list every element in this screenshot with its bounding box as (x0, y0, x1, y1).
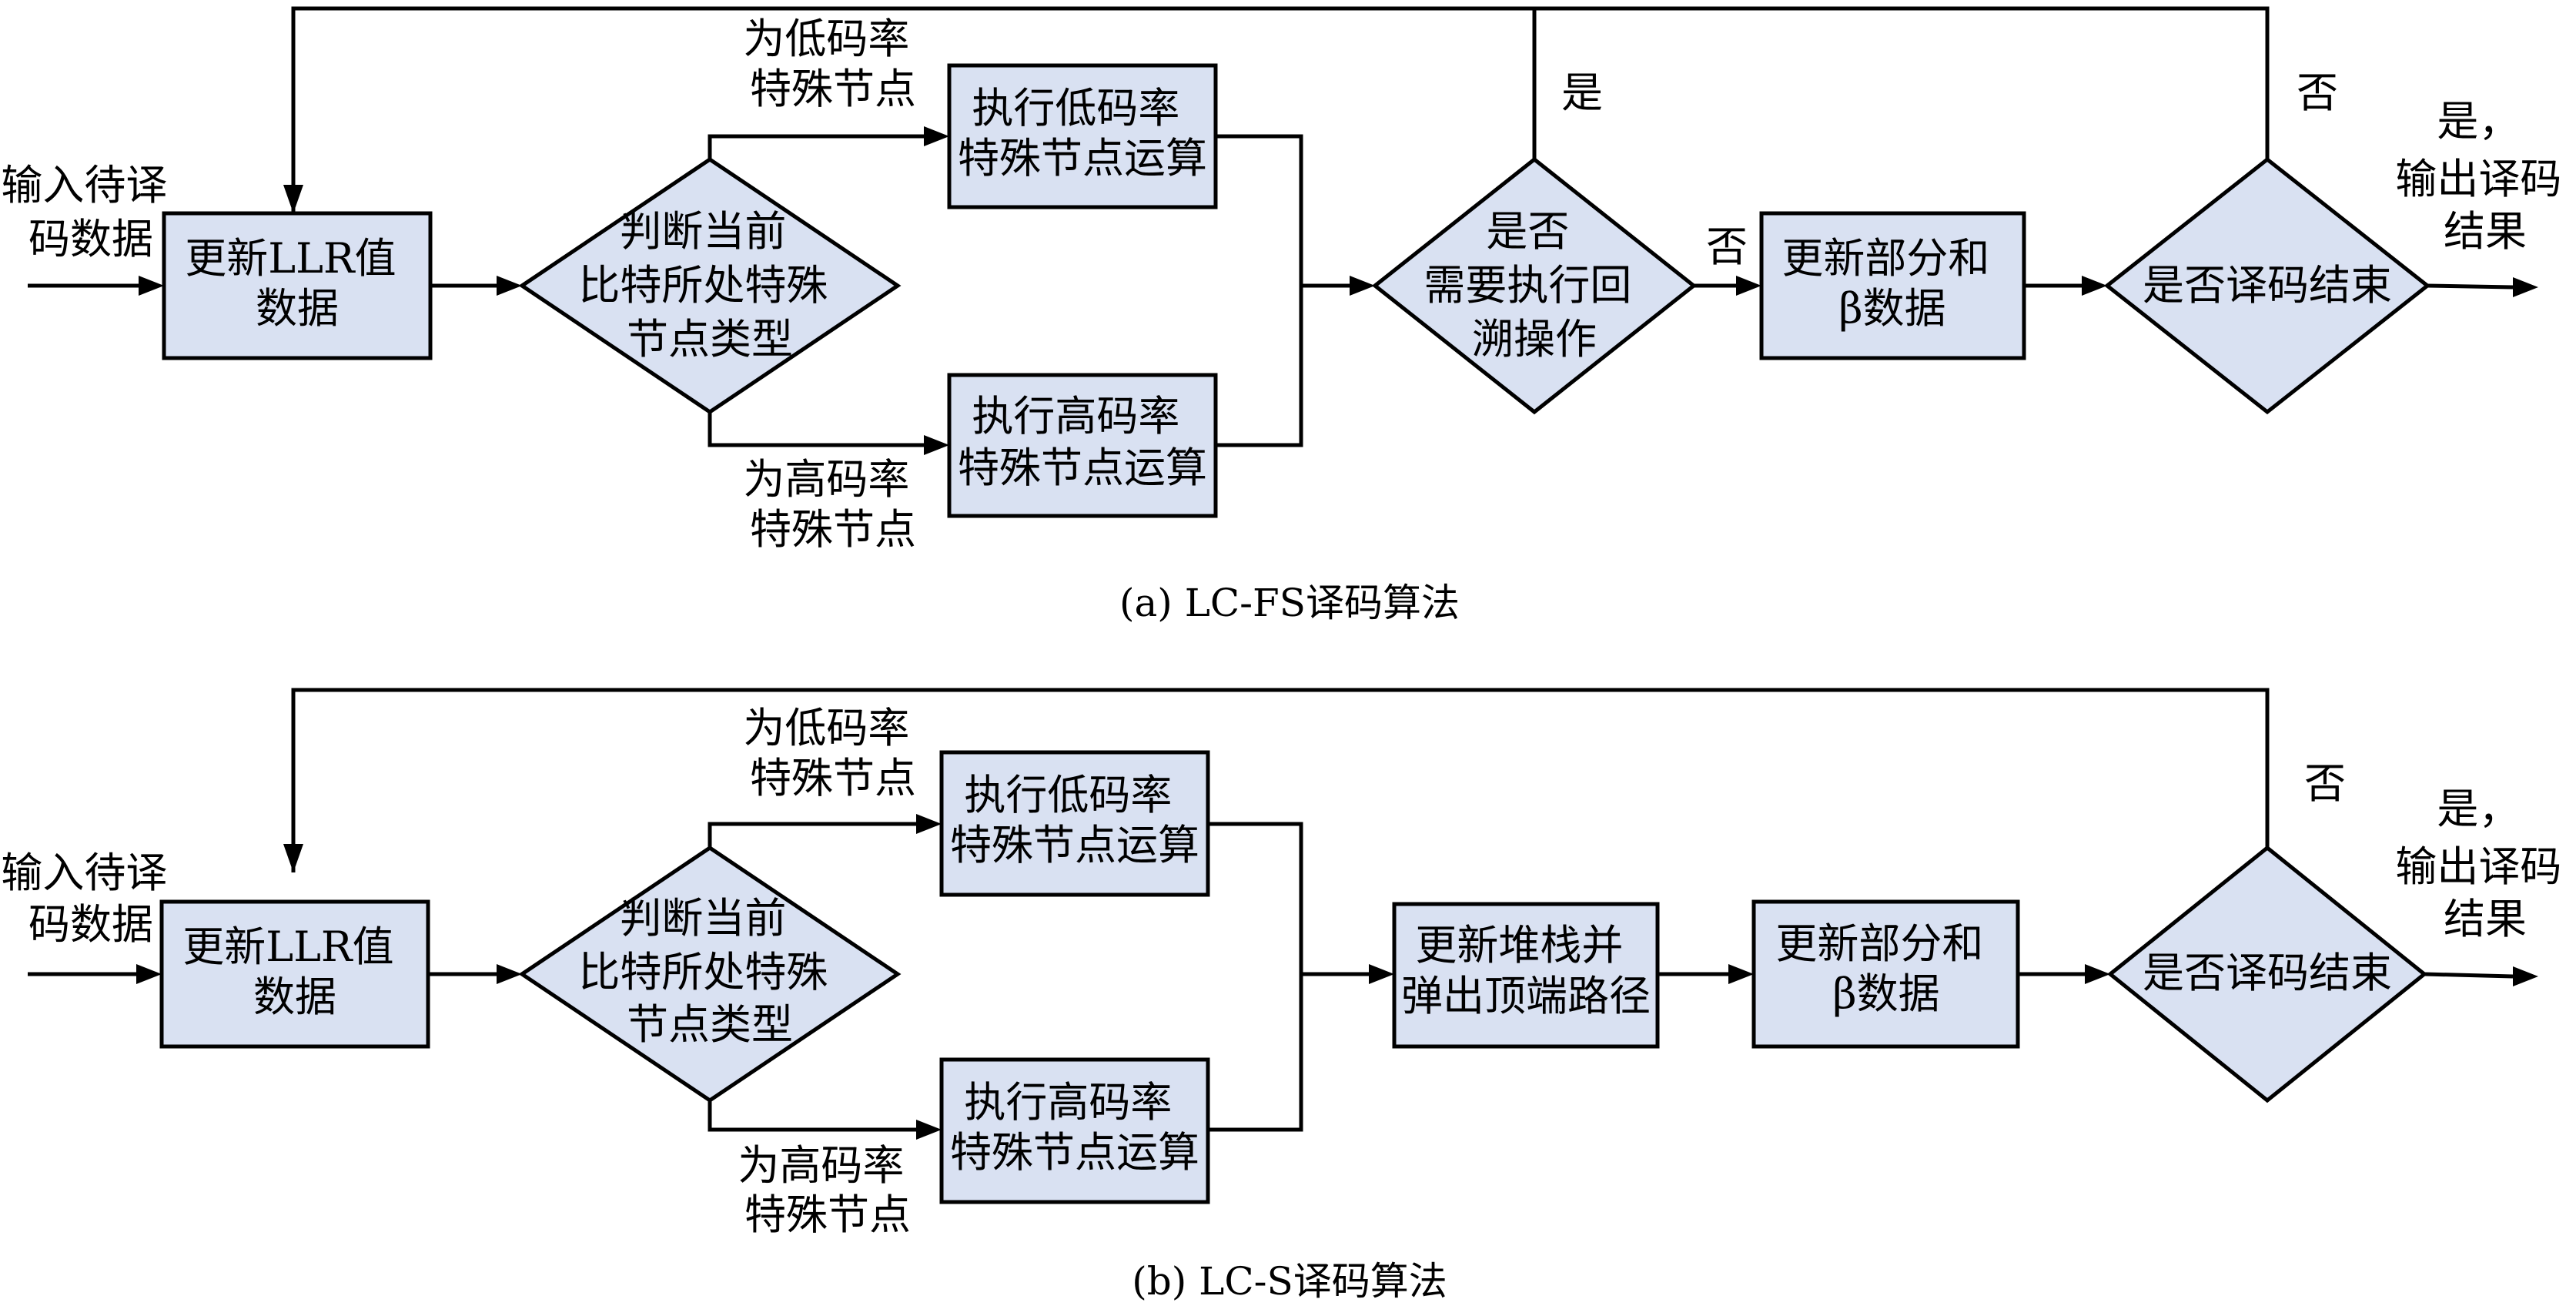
update-llr-text-a: 更新LLR值 数据 (185, 234, 410, 333)
feedback-line-b (291, 688, 2270, 872)
low-op-box-a (947, 63, 1218, 209)
end-check-text-a: 是否译码结束 (2143, 261, 2392, 310)
high-branch-line-b (708, 1100, 916, 1132)
backtrack-text-a: 是否 需要执行回 溯操作 (1423, 207, 1644, 363)
output-arrow-line-b (2424, 972, 2514, 979)
backtrack-no-label-a: 否 (1706, 223, 1748, 271)
arrow-head (916, 814, 942, 834)
arrow-head (924, 126, 949, 146)
low-op-text-b: 执行低码率 特殊节点运算 (950, 771, 1199, 869)
update-llr-text-b: 更新LLR值 数据 (182, 923, 407, 1021)
arrow-head (2082, 276, 2107, 296)
arrow-head (1369, 964, 1394, 984)
high-branch-label-a: 为高码率 特殊节点 (743, 455, 922, 554)
high-branch-label-b: 为高码率 特殊节点 (738, 1141, 917, 1239)
arrow-head (136, 964, 162, 984)
update-beta-box-a (1759, 211, 2026, 360)
arrow-head (497, 964, 522, 984)
arrow-head (497, 276, 522, 296)
judge-text-a: 判断当前 比特所处特殊 节点类型 (578, 207, 841, 363)
low-branch-line-b (708, 822, 916, 848)
high-branch-line-a (708, 412, 924, 447)
judge-diamond-a (518, 156, 902, 415)
judge-text-b: 判断当前 比特所处特殊 节点类型 (578, 894, 841, 1049)
update-llr-box-b (159, 899, 430, 1049)
low-op-box-b (939, 750, 1210, 897)
low-op-text-a: 执行低码率 特殊节点运算 (958, 84, 1207, 182)
arrow-head (1736, 276, 1761, 296)
judge-diamond-b (518, 845, 902, 1103)
arrow-head (2085, 964, 2110, 984)
update-llr-box-a (162, 211, 433, 360)
input-label-a: 输入待译 码数据 (1, 161, 180, 263)
update-beta-text-a: 更新部分和 β数据 (1781, 234, 2002, 333)
output-label-b: 是， 输出译码 结果 (2395, 785, 2574, 943)
merge-line-a (1216, 134, 1303, 447)
caption-b: (b) LC-S译码算法 (1132, 1259, 1447, 1304)
diagram-b: 输入待译 码数据 更新LLR值 数据 判断当前 比特所处特殊 节点类型 为低码率… (1, 688, 2574, 1304)
diagram-a: 输入待译 码数据 更新LLR值 数据 判断当前 比特所处特殊 节点类型 为低码率… (1, 6, 2574, 625)
backtrack-yes-label-a: 是 (1561, 69, 1603, 117)
end-no-label-a: 否 (2297, 69, 2338, 117)
end-check-text-b: 是否译码结束 (2143, 949, 2392, 997)
arrow-head (916, 1120, 942, 1140)
arrow-head (283, 185, 303, 213)
update-beta-text-b: 更新部分和 β数据 (1775, 919, 1996, 1018)
stack-update-text-b: 更新堆栈并 弹出顶端路径 (1401, 921, 1651, 1020)
arrow-head (1728, 964, 1754, 984)
input-label-b: 输入待译 码数据 (1, 849, 180, 949)
arrow-head (2513, 966, 2538, 986)
output-label-a: 是， 输出译码 结果 (2395, 97, 2574, 256)
caption-a: (a) LC-FS译码算法 (1119, 581, 1460, 625)
merge-line-b (1208, 822, 1303, 1132)
feedback-line-a (291, 6, 2270, 213)
arrow-head (924, 435, 949, 455)
arrow-head (1350, 276, 1375, 296)
output-arrow-line-a (2427, 283, 2514, 290)
high-op-text-b: 执行高码率 特殊节点运算 (950, 1078, 1199, 1177)
arrow-head (283, 844, 303, 872)
high-op-text-a: 执行高码率 特殊节点运算 (958, 392, 1207, 492)
high-op-box-b (939, 1057, 1210, 1204)
low-branch-label-b: 为低码率 特殊节点 (743, 704, 922, 802)
low-branch-line-a (708, 134, 924, 159)
arrow-head (2513, 277, 2538, 297)
end-no-label-b: 否 (2304, 759, 2346, 808)
low-branch-label-a: 为低码率 特殊节点 (743, 15, 922, 113)
arrow-head (139, 276, 164, 296)
